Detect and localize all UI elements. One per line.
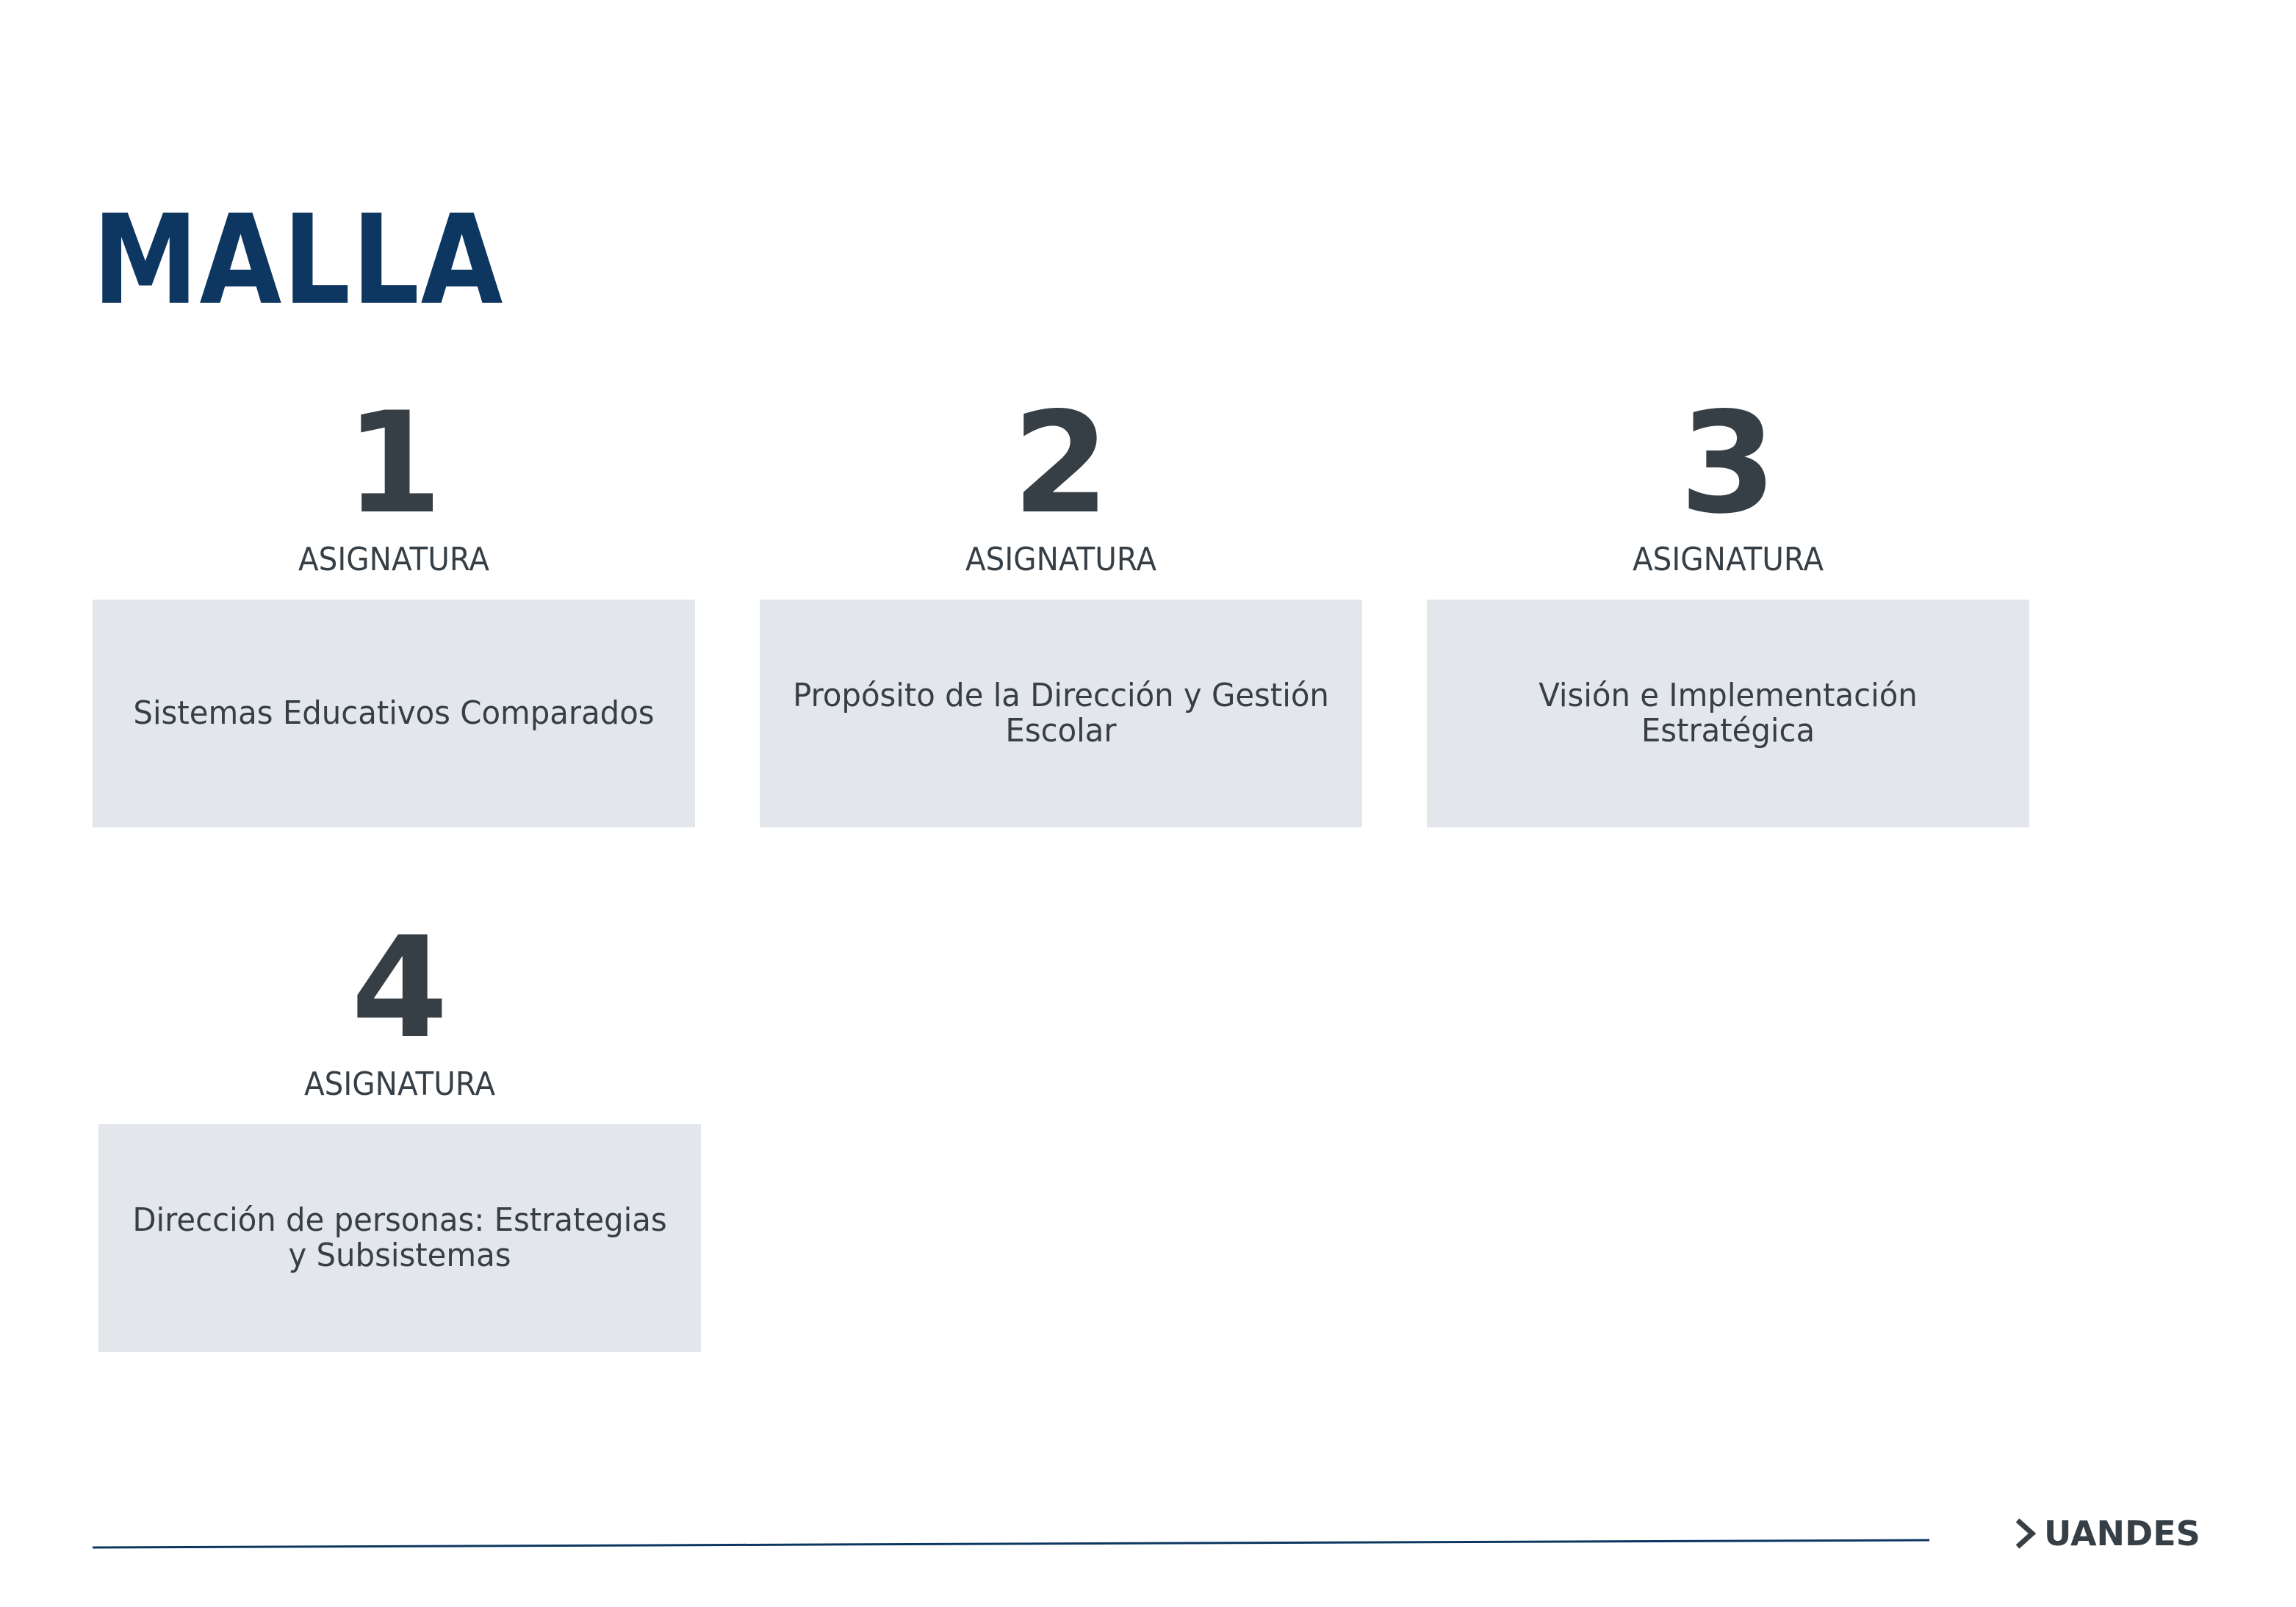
course-box: Propósito de la Dirección y Gestión Esco… — [760, 600, 1362, 827]
course-name: Dirección de personas: Estrategias y Sub… — [132, 1201, 667, 1274]
course-box: Sistemas Educativos Comparados — [93, 600, 695, 827]
course-label: ASIGNATURA — [298, 541, 490, 578]
footer-logo: UANDES — [2013, 1514, 2200, 1553]
course-number: 2 — [1012, 382, 1110, 544]
course-label: ASIGNATURA — [965, 541, 1157, 578]
course-box: Dirección de personas: Estrategias y Sub… — [98, 1124, 701, 1352]
course-number: 4 — [350, 907, 449, 1069]
page-title: MALLA — [93, 188, 505, 332]
course-number: 3 — [1679, 382, 1777, 544]
course-number: 1 — [345, 382, 443, 544]
chevron-right-icon — [2015, 1518, 2037, 1549]
course-name: Sistemas Educativos Comparados — [133, 694, 655, 732]
course-name: Propósito de la Dirección y Gestión Esco… — [793, 677, 1329, 749]
logo-text: UANDES — [2044, 1514, 2200, 1553]
course-box: Visión e Implementación Estratégica — [1427, 600, 2029, 827]
course-name: Visión e Implementación Estratégica — [1539, 677, 1918, 749]
footer-divider — [93, 1539, 1929, 1549]
course-label: ASIGNATURA — [303, 1065, 496, 1103]
course-label: ASIGNATURA — [1632, 541, 1824, 578]
